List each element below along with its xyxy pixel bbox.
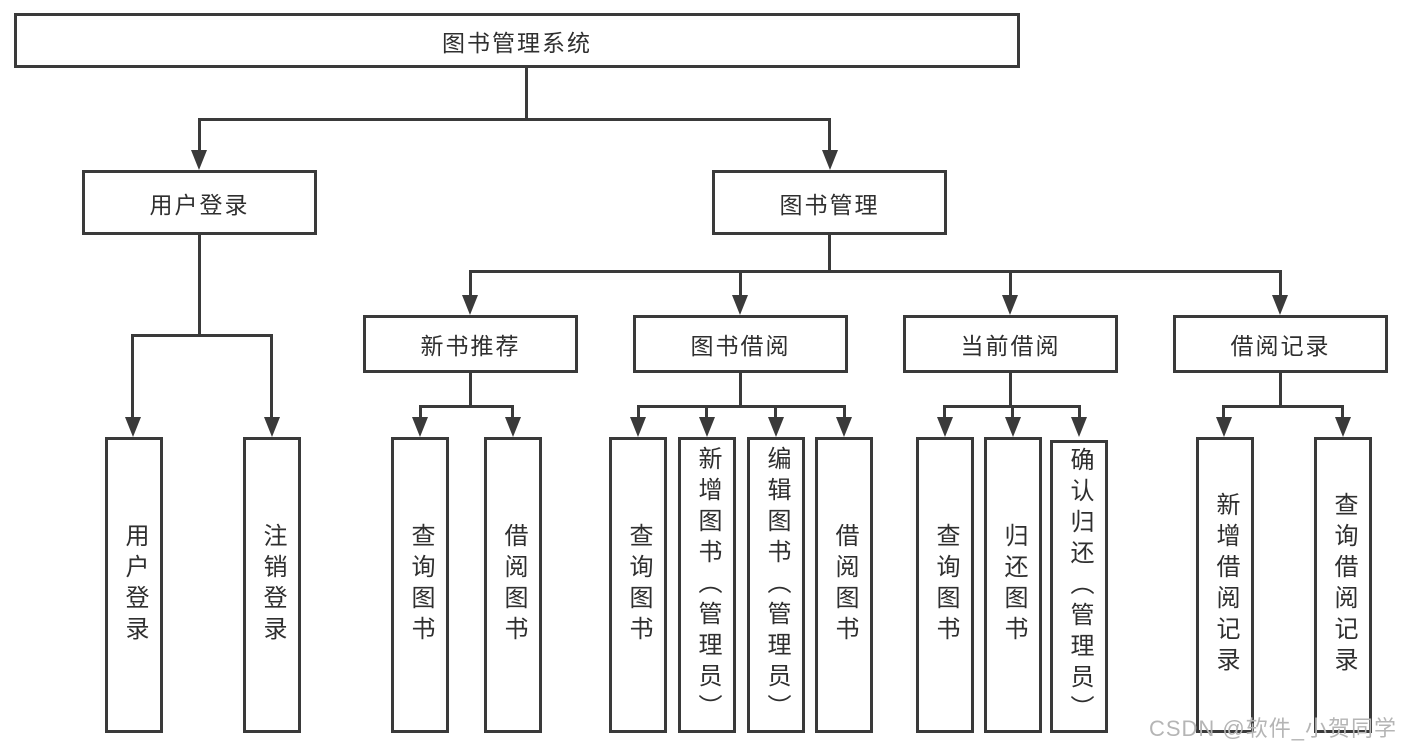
node-new-book-recommend-label: 新书推荐 <box>420 333 521 359</box>
node-user-login-label: 用户登录 <box>149 191 250 218</box>
arrowhead-down-icon <box>630 417 646 437</box>
leaf-edit-book-admin: 编辑图书（管理员） <box>747 437 805 733</box>
connector <box>469 373 472 407</box>
arrowhead-down-icon <box>264 417 280 437</box>
node-current-borrowing-label: 当前借阅 <box>960 333 1061 359</box>
node-borrowing-records-label: 借阅记录 <box>1230 333 1331 359</box>
connector <box>419 405 514 408</box>
connector <box>843 405 846 420</box>
leaf-user-login-label: 用户登录 <box>121 523 148 647</box>
connector <box>637 405 846 408</box>
arrowhead-down-icon <box>1335 417 1351 437</box>
connector <box>198 235 201 336</box>
connector <box>739 270 742 298</box>
connector <box>1011 405 1014 420</box>
connector <box>1279 270 1282 298</box>
leaf-borrow-books-recommend: 借阅图书 <box>484 437 542 733</box>
arrowhead-down-icon <box>191 150 207 170</box>
connector <box>1009 270 1012 298</box>
node-root-label: 图书管理系统 <box>442 29 592 56</box>
leaf-return-book-label: 归还图书 <box>1000 523 1027 647</box>
arrowhead-down-icon <box>822 150 838 170</box>
connector <box>739 373 742 407</box>
node-book-borrowing-label: 图书借阅 <box>690 333 791 359</box>
leaf-borrow-books-borrowing: 借阅图书 <box>815 437 873 733</box>
node-new-book-recommend: 新书推荐 <box>363 315 578 373</box>
node-book-management: 图书管理 <box>712 170 947 235</box>
leaf-logout: 注销登录 <box>243 437 301 733</box>
connector <box>1222 405 1225 420</box>
node-book-borrowing: 图书借阅 <box>633 315 848 373</box>
leaf-query-borrow-record: 查询借阅记录 <box>1314 437 1372 733</box>
leaf-query-books-current: 查询图书 <box>916 437 974 733</box>
connector <box>270 334 273 419</box>
leaf-return-book: 归还图书 <box>984 437 1042 733</box>
arrowhead-down-icon <box>836 417 852 437</box>
arrowhead-down-icon <box>462 295 478 315</box>
arrowhead-down-icon <box>1002 295 1018 315</box>
arrowhead-down-icon <box>1005 417 1021 437</box>
leaf-query-books-recommend: 查询图书 <box>391 437 449 733</box>
node-root: 图书管理系统 <box>14 13 1020 68</box>
arrowhead-down-icon <box>732 295 748 315</box>
connector <box>469 270 1282 273</box>
arrowhead-down-icon <box>937 417 953 437</box>
arrowhead-down-icon <box>505 417 521 437</box>
leaf-query-borrow-record-label: 查询借阅记录 <box>1330 492 1357 678</box>
leaf-borrow-books-borrowing-label: 借阅图书 <box>831 523 858 647</box>
arrowhead-down-icon <box>768 417 784 437</box>
connector <box>943 405 946 420</box>
node-user-login: 用户登录 <box>82 170 317 235</box>
connector <box>637 405 640 420</box>
connector <box>774 405 777 420</box>
leaf-confirm-return-admin-label: 确认归还（管理员） <box>1066 447 1093 726</box>
arrowhead-down-icon <box>1216 417 1232 437</box>
connector <box>131 334 273 337</box>
connector <box>1279 373 1282 407</box>
connector <box>1341 405 1344 420</box>
connector <box>419 405 422 420</box>
arrowhead-down-icon <box>412 417 428 437</box>
leaf-user-login: 用户登录 <box>105 437 163 733</box>
arrowhead-down-icon <box>125 417 141 437</box>
leaf-add-borrow-record: 新增借阅记录 <box>1196 437 1254 733</box>
connector <box>511 405 514 420</box>
connector <box>1009 373 1012 407</box>
leaf-query-books-borrowing: 查询图书 <box>609 437 667 733</box>
connector <box>469 270 472 298</box>
leaf-query-books-recommend-label: 查询图书 <box>407 523 434 647</box>
node-current-borrowing: 当前借阅 <box>903 315 1118 373</box>
leaf-add-book-admin: 新增图书（管理员） <box>678 437 736 733</box>
arrowhead-down-icon <box>699 417 715 437</box>
connector <box>198 118 831 121</box>
connector <box>705 405 708 420</box>
csdn-watermark: CSDN @软件_小贺同学 <box>1148 716 1397 741</box>
connector <box>1222 405 1344 408</box>
connector <box>828 118 831 154</box>
node-borrowing-records: 借阅记录 <box>1173 315 1388 373</box>
leaf-logout-label: 注销登录 <box>259 523 286 647</box>
connector <box>828 235 831 272</box>
leaf-add-borrow-record-label: 新增借阅记录 <box>1212 492 1239 678</box>
node-book-management-label: 图书管理 <box>779 191 880 218</box>
arrowhead-down-icon <box>1272 295 1288 315</box>
connector <box>131 334 134 419</box>
connector <box>1078 405 1081 420</box>
leaf-add-book-admin-label: 新增图书（管理员） <box>694 445 721 725</box>
connector <box>525 68 528 120</box>
leaf-edit-book-admin-label: 编辑图书（管理员） <box>763 445 790 725</box>
leaf-confirm-return-admin: 确认归还（管理员） <box>1050 440 1108 733</box>
leaf-query-books-current-label: 查询图书 <box>932 523 959 647</box>
connector <box>198 118 201 154</box>
leaf-query-books-borrowing-label: 查询图书 <box>625 523 652 647</box>
arrowhead-down-icon <box>1071 417 1087 437</box>
leaf-borrow-books-recommend-label: 借阅图书 <box>500 523 527 647</box>
